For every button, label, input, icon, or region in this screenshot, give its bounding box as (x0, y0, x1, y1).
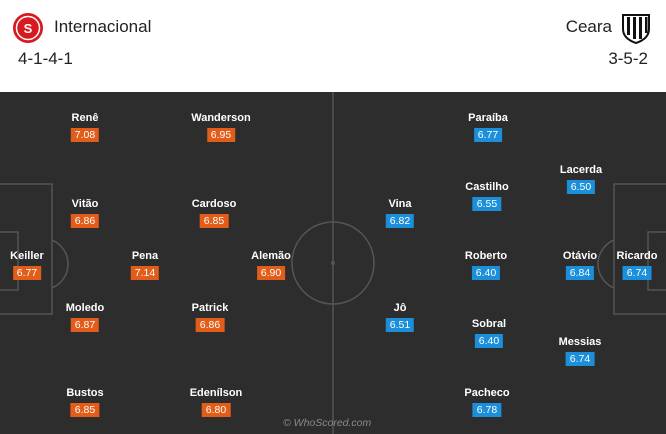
away-player-messias[interactable]: Messias 6.74 (558, 336, 602, 367)
player-name: Messias (558, 336, 602, 348)
player-rating: 6.86 (195, 318, 225, 332)
player-rating: 6.55 (472, 197, 502, 211)
player-name: Bustos (66, 387, 104, 399)
home-player-alemao[interactable]: Alemão 6.90 (251, 250, 291, 281)
player-name: Edenílson (189, 387, 243, 399)
player-name: Patrick (191, 302, 229, 314)
player-name: Roberto (464, 250, 508, 262)
away-player-roberto[interactable]: Roberto 6.40 (465, 250, 507, 281)
player-rating: 6.85 (199, 214, 229, 228)
player-name: Pacheco (464, 387, 510, 399)
player-name: Vina (388, 198, 412, 210)
player-rating: 6.85 (70, 403, 100, 417)
home-player-rene[interactable]: Renê 7.08 (70, 112, 100, 143)
player-name: Otávio (562, 250, 598, 262)
pitch-markings (0, 92, 666, 434)
player-rating: 6.40 (471, 266, 501, 280)
away-player-pacheco[interactable]: Pacheco 6.78 (464, 387, 510, 418)
away-player-castilho[interactable]: Castilho 6.55 (465, 181, 509, 212)
ceara-crest-icon (622, 14, 650, 44)
player-name: Paraíba (468, 112, 508, 124)
player-name: Cardoso (191, 198, 237, 210)
away-player-ricardo[interactable]: Ricardo 6.74 (616, 250, 658, 281)
home-player-wanderson[interactable]: Wanderson 6.95 (191, 112, 251, 143)
player-rating: 7.14 (130, 266, 160, 280)
away-team-name[interactable]: Ceara (565, 17, 612, 36)
home-team-name[interactable]: Internacional (54, 17, 152, 36)
player-rating: 6.77 (12, 266, 42, 280)
home-player-vitao[interactable]: Vitão 6.86 (70, 198, 100, 229)
player-rating: 6.74 (565, 352, 595, 366)
internacional-crest-icon: S (13, 13, 43, 43)
player-rating: 6.77 (473, 128, 503, 142)
whoscored-watermark: © WhoScored.com (283, 417, 372, 429)
away-player-paraiba[interactable]: Paraíba 6.77 (468, 112, 508, 143)
player-name: Moledo (65, 302, 105, 314)
player-name: Wanderson (191, 112, 251, 124)
player-name: Sobral (471, 318, 507, 330)
home-formation: 4-1-4-1 (18, 49, 73, 68)
player-rating: 6.50 (566, 180, 596, 194)
player-rating: 6.80 (201, 403, 231, 417)
home-player-pena[interactable]: Pena 7.14 (130, 250, 160, 281)
player-name: Renê (71, 112, 99, 124)
player-rating: 6.74 (622, 266, 652, 280)
player-rating: 6.78 (472, 403, 502, 417)
player-rating: 6.40 (474, 334, 504, 348)
svg-text:S: S (24, 21, 33, 36)
away-player-jo[interactable]: Jô 6.51 (385, 302, 415, 333)
player-name: Pena (131, 250, 159, 262)
player-name: Castilho (465, 181, 509, 193)
home-player-cardoso[interactable]: Cardoso 6.85 (191, 198, 237, 229)
home-player-bustos[interactable]: Bustos 6.85 (66, 387, 104, 418)
away-player-vina[interactable]: Vina 6.82 (385, 198, 415, 229)
player-name: Alemão (251, 250, 291, 262)
player-rating: 7.08 (70, 128, 100, 142)
match-header: S Internacional 4-1-4-1 Ceara 3-5-2 (0, 0, 666, 92)
player-name: Jô (393, 302, 407, 314)
player-rating: 6.95 (206, 128, 236, 142)
home-player-keiller[interactable]: Keiller 6.77 (10, 250, 44, 281)
pitch: Keiller 6.77 Renê 7.08 Vitão 6.86 Moledo… (0, 92, 666, 434)
player-rating: 6.84 (565, 266, 595, 280)
player-rating: 6.86 (70, 214, 100, 228)
player-rating: 6.51 (385, 318, 415, 332)
player-rating: 6.90 (256, 266, 286, 280)
away-player-otavio[interactable]: Otávio 6.84 (563, 250, 597, 281)
home-player-patrick[interactable]: Patrick 6.86 (191, 302, 229, 333)
player-name: Lacerda (559, 164, 603, 176)
player-name: Ricardo (616, 250, 658, 262)
player-rating: 6.82 (385, 214, 415, 228)
away-player-lacerda[interactable]: Lacerda 6.50 (560, 164, 602, 195)
player-name: Vitão (71, 198, 99, 210)
away-player-sobral[interactable]: Sobral 6.40 (472, 318, 506, 349)
player-name: Keiller (10, 250, 44, 262)
home-player-moledo[interactable]: Moledo 6.87 (65, 302, 105, 333)
away-formation: 3-5-2 (608, 49, 648, 68)
player-rating: 6.87 (70, 318, 100, 332)
home-player-edenilson[interactable]: Edenílson 6.80 (189, 387, 243, 418)
